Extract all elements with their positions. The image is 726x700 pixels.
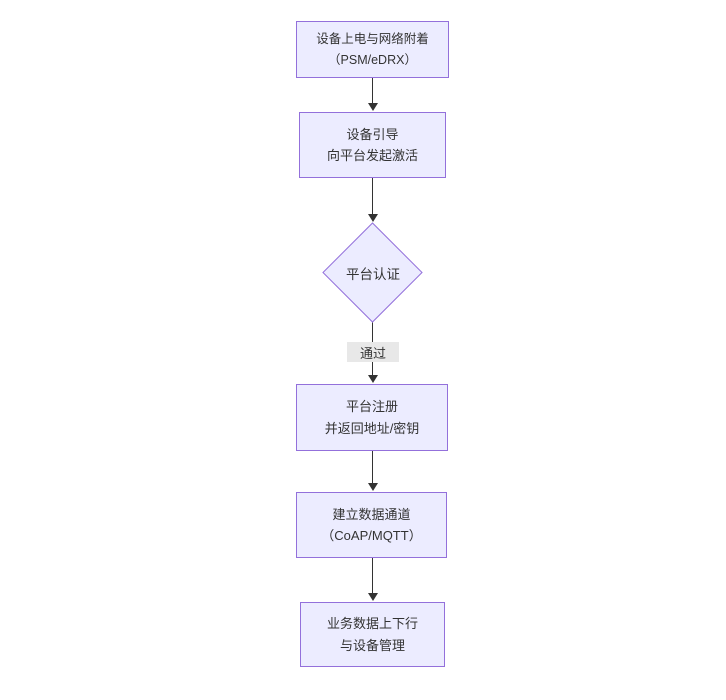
node-label-line: （CoAP/MQTT） [321,528,422,543]
node-data-channel: 建立数据通道 （CoAP/MQTT） [296,492,447,558]
node-label-line: 建立数据通道 [332,506,411,522]
node-platform-auth-label: 平台认证 [346,266,400,282]
node-bootstrap: 设备引导 向平台发起激活 [299,112,446,178]
edge-line [372,558,373,594]
node-label-line: 与设备管理 [339,637,405,653]
node-label-line: 业务数据上下行 [326,616,418,632]
node-label-line: 平台注册 [345,399,398,415]
node-label-line: （PSM/eDRX） [328,52,417,67]
node-business-data: 业务数据上下行 与设备管理 [300,602,445,667]
edge-line [372,451,373,484]
node-power-attach: 设备上电与网络附着 （PSM/eDRX） [296,21,449,78]
node-label-line: 设备引导 [346,126,399,142]
node-register: 平台注册 并返回地址/密钥 [296,384,448,451]
arrowhead-down-icon [368,375,378,383]
edge-line [372,178,373,215]
arrowhead-down-icon [368,214,378,222]
arrowhead-down-icon [368,103,378,111]
node-label-line: 并返回地址/密钥 [324,420,420,436]
node-label-line: 设备上电与网络附着 [316,31,429,46]
node-label-line: 向平台发起激活 [326,148,418,163]
arrowhead-down-icon [368,483,378,491]
edge-label-pass: 通过 [347,342,399,362]
edge-line [372,78,373,104]
arrowhead-down-icon [368,593,378,601]
